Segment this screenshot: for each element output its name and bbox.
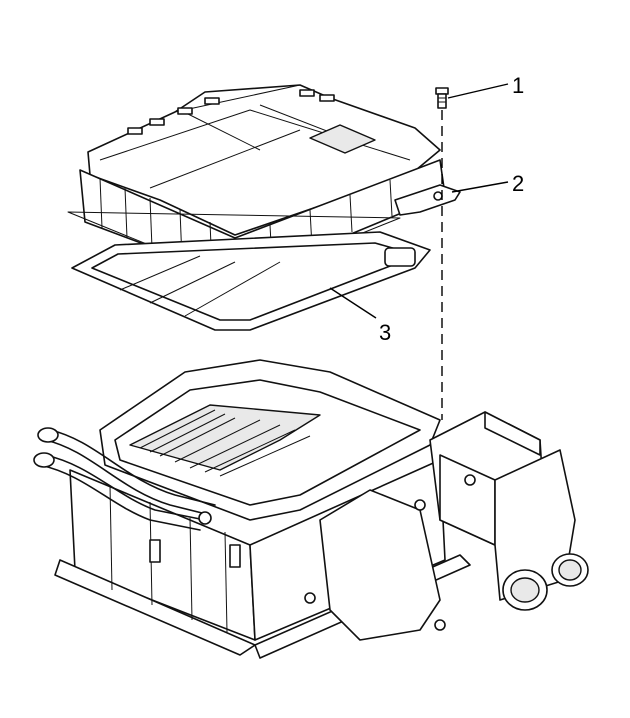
callout-1-label: 1 — [512, 73, 524, 98]
callout-2: 2 — [451, 171, 524, 196]
callout-3-label: 3 — [379, 320, 391, 345]
cooling-fins — [139, 409, 311, 477]
callout-2-label: 2 — [512, 171, 524, 196]
lower-housing — [33, 359, 589, 659]
callout-3: 3 — [329, 287, 391, 345]
bolt — [435, 87, 449, 109]
callout-1: 1 — [447, 73, 524, 99]
gasket — [71, 231, 431, 331]
